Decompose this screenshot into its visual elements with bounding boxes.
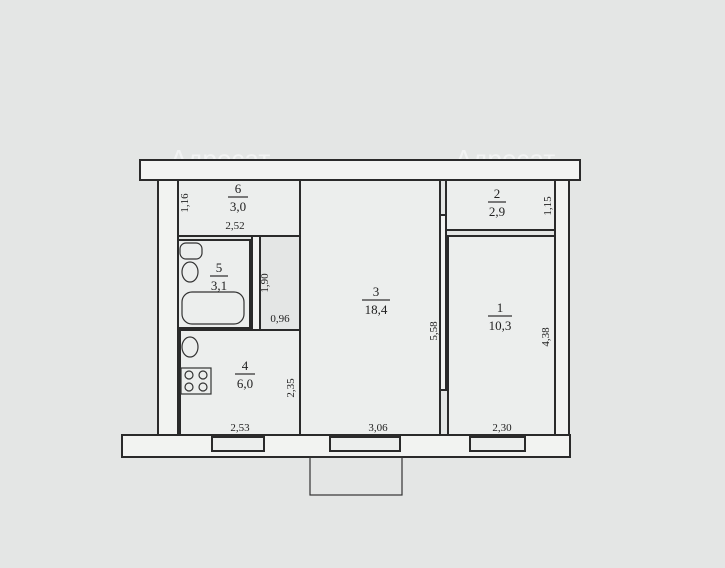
svg-text:3,1: 3,1 (211, 278, 227, 293)
dimension-label: 1,15 (542, 196, 554, 216)
bathtub-icon (181, 291, 245, 325)
dimension-label: 1,90 (259, 273, 271, 293)
svg-text:1: 1 (497, 300, 504, 315)
dimension-label: 4,38 (540, 327, 552, 347)
svg-text:2,9: 2,9 (489, 204, 505, 219)
svg-text:2: 2 (494, 186, 501, 201)
room-1 (447, 235, 556, 436)
dimension-label: 2,30 (492, 422, 512, 434)
kitchen-sink-icon (181, 336, 199, 358)
room-3 (299, 179, 441, 436)
dimension-label: 2,35 (285, 378, 297, 398)
sink-icon (181, 261, 199, 283)
room-label-1: 1 10,3 (488, 300, 512, 333)
dimension-label: 3,06 (368, 422, 388, 434)
room-label-2: 2 2,9 (488, 186, 506, 219)
room-label-3: 3 18,4 (362, 284, 390, 317)
room-label-6: 6 3,0 (228, 181, 248, 214)
dimension-label: 1,16 (179, 193, 191, 213)
right-wall (554, 179, 570, 436)
room-label-5: 5 3,1 (210, 260, 228, 293)
svg-text:3: 3 (373, 284, 380, 299)
room-label-4: 4 6,0 (235, 358, 255, 391)
left-wall (157, 179, 179, 436)
balcony (309, 456, 403, 496)
svg-text:18,4: 18,4 (365, 302, 388, 317)
room-2 (445, 179, 556, 231)
window (211, 436, 265, 452)
balcony-door (329, 436, 401, 452)
dimension-label: 5,58 (428, 321, 440, 341)
room-5 (177, 239, 251, 329)
svg-text:6: 6 (235, 181, 242, 196)
toilet-icon (179, 242, 203, 260)
stove-icon (180, 367, 212, 395)
svg-text:10,3: 10,3 (489, 318, 512, 333)
svg-text:5: 5 (216, 260, 223, 275)
room-6 (177, 179, 301, 237)
svg-text:4: 4 (242, 358, 249, 373)
room-4 (179, 329, 301, 436)
svg-text:3,0: 3,0 (230, 199, 246, 214)
partition-wall (251, 235, 261, 331)
window (469, 436, 526, 452)
dimension-label: 2,52 (225, 220, 244, 232)
svg-text:6,0: 6,0 (237, 376, 253, 391)
dimension-label: 2,53 (230, 422, 250, 434)
dimension-label: 0,96 (270, 313, 290, 325)
partition-wall (439, 214, 447, 391)
top-wall (139, 159, 581, 181)
